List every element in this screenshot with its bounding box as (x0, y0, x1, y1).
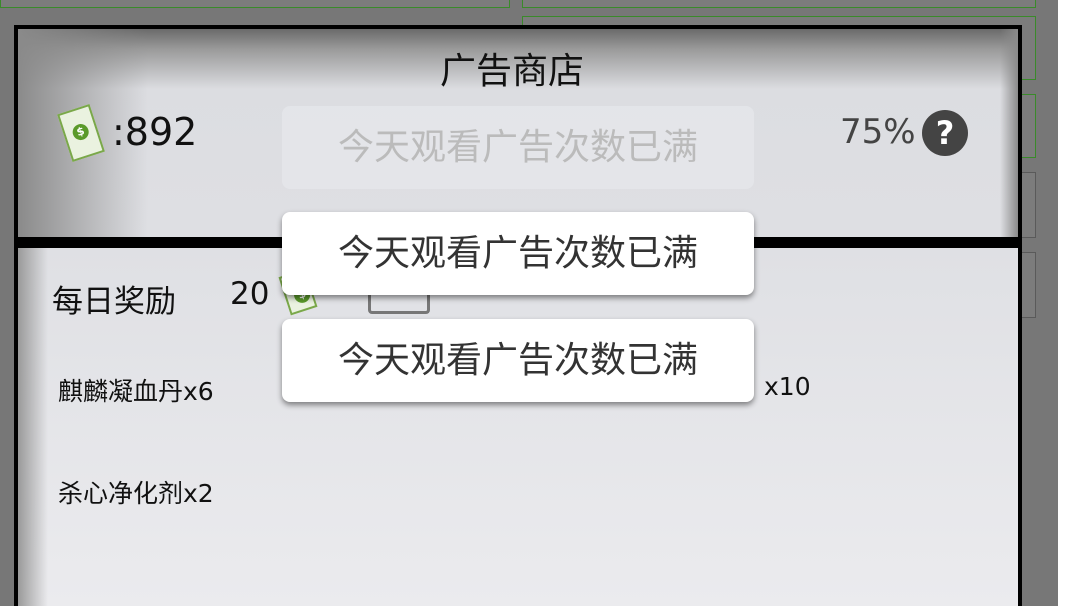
percent-value: 75% (840, 112, 916, 152)
reward-item: 麒麟凝血丹x6 (58, 377, 214, 406)
reward-item: 杀心净化剂x2 (58, 479, 214, 508)
reward-item: x10 (764, 372, 811, 401)
background-card (0, 0, 510, 8)
toast-message: 今天观看广告次数已满 (282, 212, 754, 295)
background-card (522, 0, 1036, 8)
help-icon[interactable]: ? (922, 110, 968, 156)
watch-ad-button[interactable] (368, 280, 430, 314)
toast-message: 今天观看广告次数已满 (282, 319, 754, 402)
daily-reward-section (18, 248, 1018, 606)
daily-reward-amount: 20 (230, 276, 270, 312)
daily-reward-label: 每日奖励 (52, 284, 176, 320)
toast-message: 今天观看广告次数已满 (282, 106, 754, 189)
coin-balance: :892 (112, 110, 198, 154)
page-title: 广告商店 (440, 51, 585, 92)
